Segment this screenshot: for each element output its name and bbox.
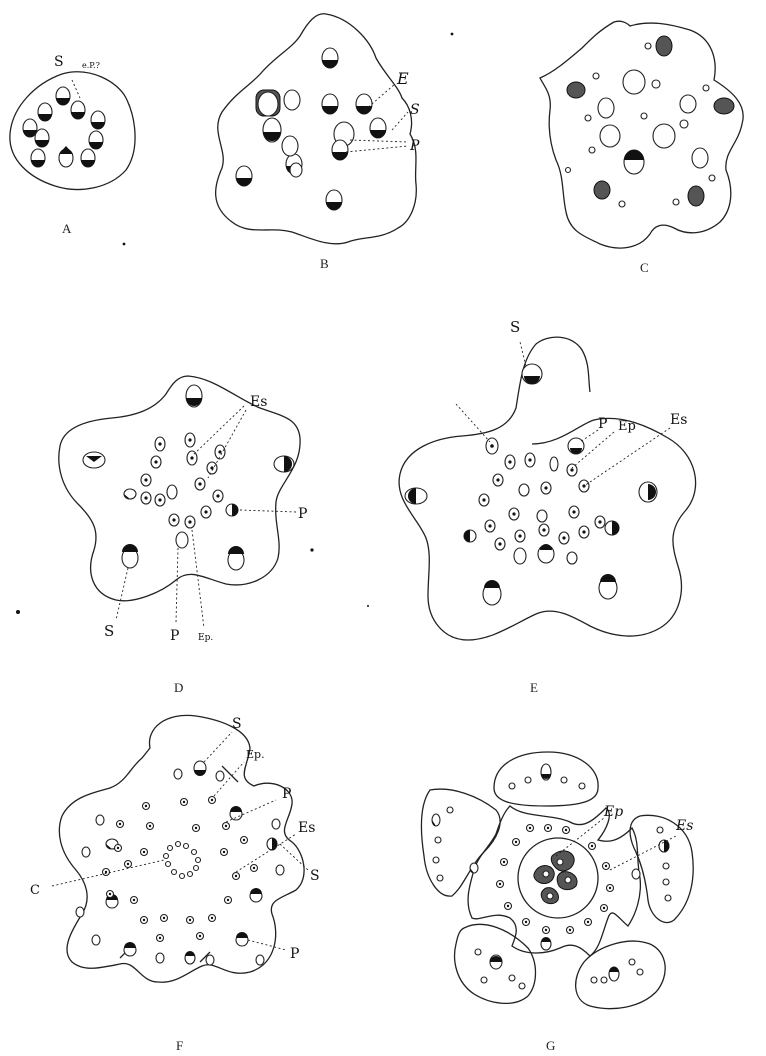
figure-b-label-s: S bbox=[410, 102, 420, 118]
figure-f-caption: F bbox=[176, 1038, 183, 1053]
figure-e-leader-p bbox=[580, 430, 598, 442]
figure-c: C bbox=[540, 21, 743, 275]
figure-a-bundles bbox=[23, 87, 105, 167]
figure-f-label-ep: Ep. bbox=[246, 748, 265, 761]
figure-b-bundles bbox=[236, 48, 386, 210]
figure-d-leader-s bbox=[116, 568, 128, 620]
figure-e-label-p: P bbox=[598, 416, 607, 432]
figure-b: E S P B bbox=[216, 14, 420, 271]
figure-f-label-s-top: S bbox=[232, 716, 242, 732]
figure-c-caption: C bbox=[640, 260, 649, 275]
figure-d-label-p-right: P bbox=[298, 506, 307, 522]
figure-e-label-s: S bbox=[510, 318, 520, 336]
figure-d-label-p-bottom: P bbox=[170, 628, 179, 644]
figure-f-leader-p-bottom bbox=[248, 940, 286, 950]
figure-g-inner-wall bbox=[468, 806, 640, 956]
figure-f-bundles bbox=[76, 761, 284, 965]
figure-e-inner-bundles bbox=[464, 438, 619, 564]
figure-f-label-es: Es bbox=[298, 820, 315, 836]
figure-g-petal-bottom-right bbox=[576, 941, 666, 1008]
figure-d-outer-bundles bbox=[83, 385, 294, 570]
figure-e-label-ep: Ep bbox=[618, 419, 636, 434]
figure-g: Ep Es G bbox=[422, 752, 694, 1053]
figure-e-leader-es bbox=[584, 428, 670, 486]
figure-a-label-ep: e.P.? bbox=[82, 61, 100, 70]
figure-f-label-c: C bbox=[30, 883, 40, 898]
figure-g-petal-left bbox=[422, 789, 501, 896]
figure-f-label-p-bottom: P bbox=[290, 946, 299, 962]
figure-f-label-s-right: S bbox=[310, 868, 320, 884]
figure-e-caption: E bbox=[530, 680, 538, 695]
figure-d-leader-p-bottom bbox=[176, 548, 178, 622]
figure-d-label-ep: Ep. bbox=[198, 633, 213, 643]
figure-g-carpels bbox=[534, 851, 577, 904]
figure-f-notch bbox=[120, 766, 238, 962]
figure-c-outline bbox=[540, 21, 743, 248]
figure-f-leader-s-top bbox=[204, 732, 232, 762]
figure-c-bundles bbox=[566, 36, 735, 207]
specks bbox=[16, 33, 453, 614]
figure-f-central-ring bbox=[164, 842, 201, 879]
figure-d: Es P S P Ep. D bbox=[59, 376, 308, 695]
figure-d-label-es: Es bbox=[250, 394, 267, 410]
figure-a-leader bbox=[72, 80, 80, 98]
figure-g-label-ep: Ep bbox=[603, 804, 623, 820]
figure-e-outer-bundles bbox=[405, 364, 657, 605]
figure-d-leader-ep bbox=[192, 530, 204, 628]
figure-b-label-e: E bbox=[396, 69, 409, 88]
figure-f: S Ep. P Es S C P F bbox=[30, 715, 320, 1053]
figure-d-leader-es bbox=[192, 406, 246, 478]
figure-d-label-s: S bbox=[104, 622, 114, 640]
figure-f-label-p-top: P bbox=[282, 786, 291, 802]
figure-d-inner-bundles bbox=[124, 433, 238, 548]
figure-g-ring-bundles bbox=[497, 825, 614, 934]
figure-b-leader-s bbox=[392, 112, 408, 130]
figure-g-leader-ep bbox=[556, 818, 604, 856]
figure-g-label-es: Es bbox=[675, 818, 693, 834]
figure-b-label-p: P bbox=[409, 138, 420, 154]
figure-e-label-es: Es bbox=[670, 412, 687, 428]
figure-b-leader-p bbox=[346, 140, 408, 152]
figure-g-caption: G bbox=[546, 1038, 555, 1053]
figure-d-leader-p-right bbox=[240, 510, 296, 512]
figure-b-caption: B bbox=[320, 256, 329, 271]
figure-d-caption: D bbox=[174, 680, 183, 695]
figure-a: S e.P.? A bbox=[10, 54, 135, 236]
figure-a-caption: A bbox=[62, 221, 72, 236]
figure-f-leader-s-right bbox=[280, 844, 308, 870]
figure-e: S P Ep Es E bbox=[399, 318, 696, 695]
figure-a-label-s: S bbox=[54, 54, 64, 70]
